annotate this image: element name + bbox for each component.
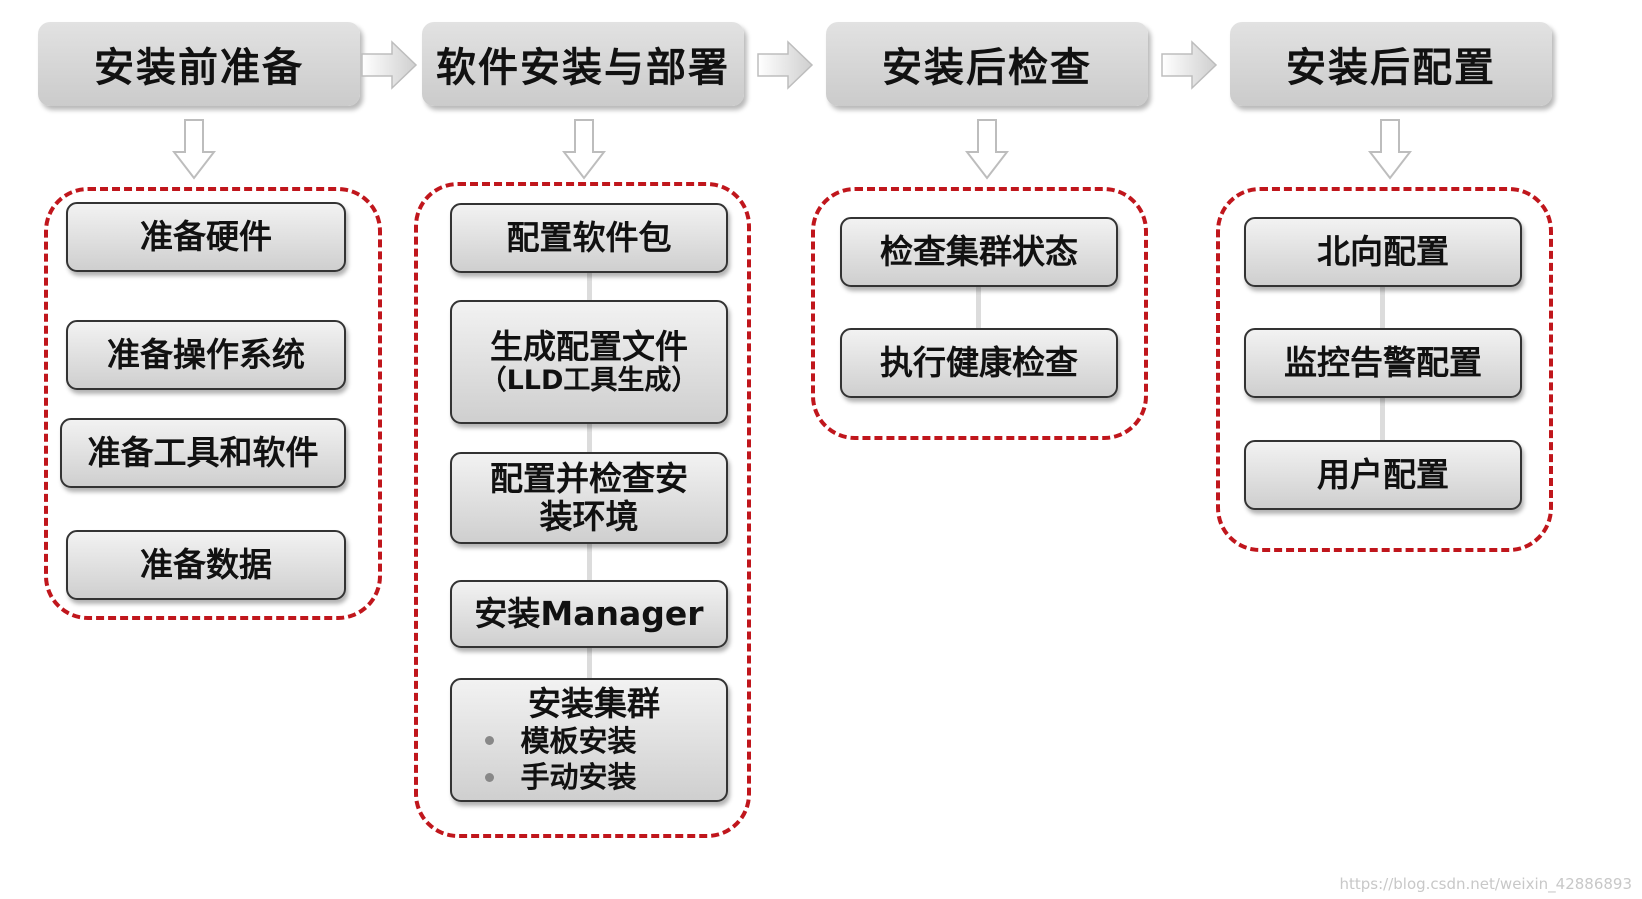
step-prepare-hardware: 准备硬件 [66, 202, 346, 272]
step-title: 安装集群 [528, 683, 660, 723]
step-generate-config: 生成配置文件 （LLD工具生成） [450, 300, 728, 424]
step-install-manager: 安装Manager [450, 580, 728, 648]
step-northbound-config: 北向配置 [1244, 217, 1522, 287]
down-arrow-icon [172, 119, 216, 180]
step-title: 配置软件包 [506, 218, 672, 258]
step-title-line2: 装环境 [539, 497, 639, 536]
step-check-cluster-status: 检查集群状态 [840, 217, 1118, 287]
connector-line [976, 286, 981, 328]
step-prepare-os: 准备操作系统 [66, 320, 346, 390]
step-health-check: 执行健康检查 [840, 328, 1118, 398]
connector-line [587, 424, 592, 452]
step-subtitle: （LLD工具生成） [479, 365, 699, 397]
down-arrow-icon [562, 119, 606, 180]
connector-line [1380, 398, 1385, 440]
bullet-dot-icon [485, 736, 495, 746]
stage-header-4: 安装后配置 [1230, 22, 1552, 106]
step-title: 生成配置文件 [490, 326, 688, 366]
step-title: 安装Manager [474, 594, 704, 634]
right-arrow-icon [361, 40, 418, 90]
step-prepare-tools: 准备工具和软件 [60, 418, 346, 488]
right-arrow-icon [1161, 40, 1218, 90]
connector-line [587, 272, 592, 300]
stage-2-group [414, 182, 751, 838]
stage-4-group [1216, 187, 1553, 552]
stage-3-group [811, 187, 1148, 440]
step-title: 配置并检查安 [490, 459, 688, 499]
stage-header-1: 安装前准备 [38, 22, 360, 106]
stage-1-group [44, 187, 382, 620]
right-arrow-icon [757, 40, 814, 90]
down-arrow-icon [1368, 119, 1412, 180]
down-arrow-icon [965, 119, 1009, 180]
step-prepare-data: 准备数据 [66, 530, 346, 600]
bullet-text: 手动安装 [520, 759, 637, 794]
step-configure-package: 配置软件包 [450, 203, 728, 273]
bullet-dot-icon [485, 772, 495, 782]
bullet-item: 手动安装 [485, 759, 637, 795]
stage-header-3: 安装后检查 [826, 22, 1148, 106]
step-alarm-config: 监控告警配置 [1244, 328, 1522, 398]
stage-header-2: 软件安装与部署 [422, 22, 744, 106]
step-check-environment: 配置并检查安 装环境 [450, 452, 728, 544]
connector-line [587, 648, 592, 678]
watermark: https://blog.csdn.net/weixin_42886893 [1339, 875, 1632, 893]
connector-line [1380, 286, 1385, 328]
step-user-config: 用户配置 [1244, 440, 1522, 510]
bullet-text: 模板安装 [520, 723, 637, 758]
bullet-item: 模板安装 [485, 723, 637, 759]
connector-line [587, 544, 592, 580]
step-install-cluster: 安装集群 模板安装 手动安装 [450, 678, 728, 802]
